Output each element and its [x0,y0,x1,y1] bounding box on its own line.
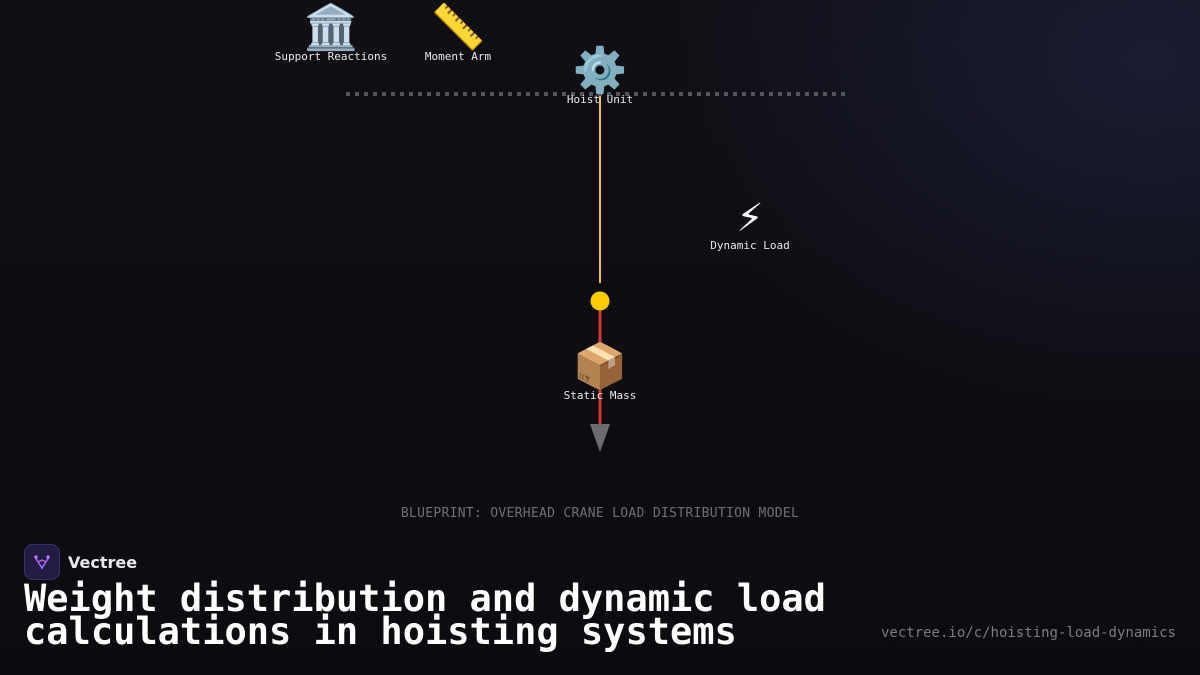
node-label: Hoist Unit [566,93,634,106]
gravity-arrow [590,424,610,452]
node-dynamic-load: ⚡ Dynamic Load [710,191,790,253]
crane-diagram: 🏛️ Support Reactions 📏 Moment Arm ⚙️ Hoi… [274,2,850,452]
node-moment-arm: 📏 Moment Arm [424,2,492,64]
node-label: Moment Arm [424,50,492,63]
gear-icon: ⚙️ [572,45,628,96]
classical-building-icon: 🏛️ [303,2,359,53]
node-label: Dynamic Load [710,239,790,252]
node-label: Static Mass [563,389,637,402]
package-icon: 📦 [572,341,628,392]
brand: Vectree [24,544,137,580]
node-hoist-unit: ⚙️ Hoist Unit [566,45,634,107]
diagram-caption: BLUEPRINT: OVERHEAD CRANE LOAD DISTRIBUT… [400,506,800,521]
page-title: Weight distribution and dynamic load cal… [24,577,826,653]
vectree-logo-icon [24,544,60,580]
node-label: Support Reactions [274,50,388,63]
node-support-reactions: 🏛️ Support Reactions [274,2,388,64]
ruler-icon: 📏 [430,2,486,53]
hook-point [590,291,610,311]
brand-name: Vectree [68,552,138,572]
node-static-mass: 📦 Static Mass [563,341,637,403]
crane-diagram-lines [346,92,850,452]
lightning-icon: ⚡ [736,191,764,242]
page-url: vectree.io/c/hoisting-load-dynamics [880,625,1176,641]
